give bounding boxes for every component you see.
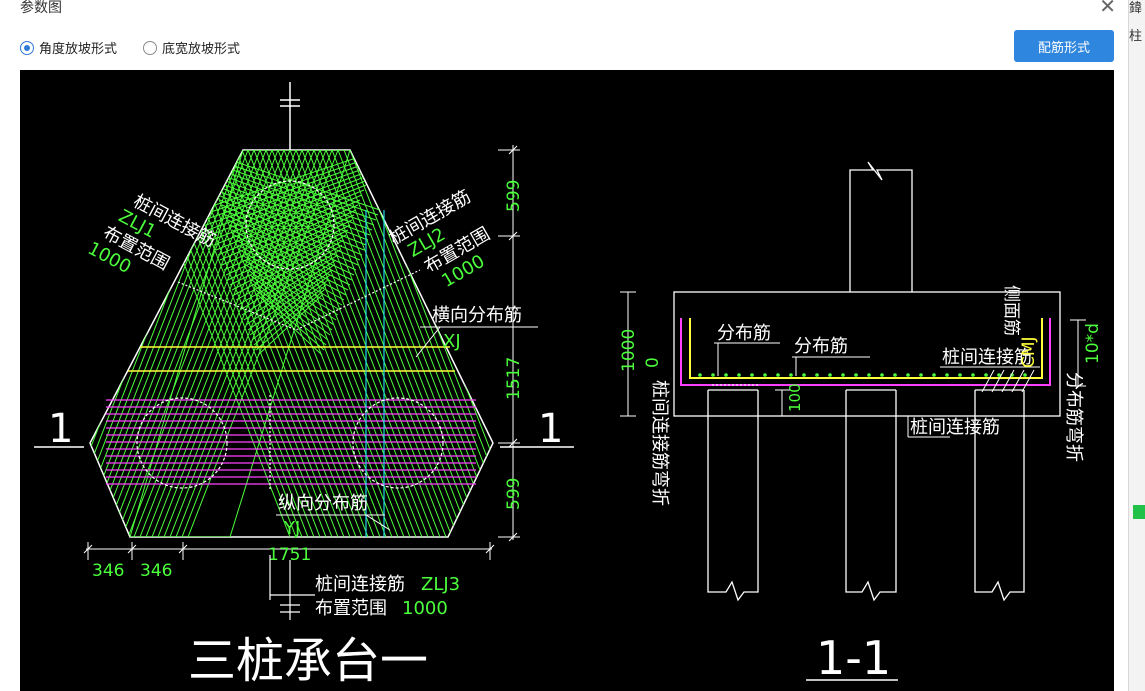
section-mark-left: 1 xyxy=(48,406,73,452)
zlj3-leader xyxy=(269,555,315,620)
pile-circles xyxy=(136,180,444,489)
dim-middle: 1517 xyxy=(504,357,524,400)
dim-top: 599 xyxy=(504,180,524,212)
section-bottom-rebar-magenta xyxy=(680,318,1051,386)
section-height-dim: 1000 xyxy=(619,329,639,372)
radio-angle-slope-label: 角度放坡形式 xyxy=(39,42,118,57)
xj-title: 横向分布筋 xyxy=(432,305,522,326)
vertical-dimension-lines xyxy=(498,145,520,542)
section-right-dim: 10*d xyxy=(1083,323,1103,364)
dialog-title: 参数图 xyxy=(20,0,62,16)
rebar-config-button[interactable]: 配筋形式 xyxy=(1014,30,1114,62)
left-vertical-label: 桩间连接筋弯折 xyxy=(649,380,670,506)
zlj3-value: 1000 xyxy=(402,598,448,619)
zlj3-code: ZLJ3 xyxy=(421,574,460,595)
dim-bottom: 599 xyxy=(504,478,524,510)
section-mark-right: 1 xyxy=(538,406,563,452)
section-conn-top: 桩间连接筋 xyxy=(942,347,1032,368)
title-bar: 参数图 ✕ xyxy=(0,0,1128,28)
options-bar: 角度放坡形式 底宽放坡形式 配筋形式 xyxy=(0,30,1128,66)
section-distrib-rebar-yellow xyxy=(689,318,1043,379)
zlj3-title: 桩间连接筋 xyxy=(315,574,405,595)
right-vertical-label: 分布筋弯折 xyxy=(1063,372,1084,462)
xj-leader xyxy=(415,326,538,358)
dim-left-2: 346 xyxy=(140,561,172,581)
yellow-transverse-bars xyxy=(128,346,455,372)
column-stub xyxy=(280,82,300,150)
radio-width-slope[interactable]: 底宽放坡形式 xyxy=(143,38,240,57)
radio-angle-slope[interactable]: 角度放坡形式 xyxy=(20,38,117,57)
yj-code: YJ xyxy=(283,518,300,539)
xj-code: XJ xyxy=(443,331,461,352)
section-conn-bottom: 桩间连接筋 xyxy=(910,417,1000,438)
rebar-dots xyxy=(698,373,1027,377)
side-bar-code: CMJ xyxy=(1019,336,1039,368)
section-distrib-1: 分布筋 xyxy=(717,323,771,344)
green-rebar-bands xyxy=(90,150,493,537)
background-app-edge: 鍏 柱 xyxy=(1128,0,1145,691)
zlj3-range: 布置范围 xyxy=(315,598,387,619)
horizontal-dimension-lines xyxy=(83,542,495,560)
close-icon[interactable]: ✕ xyxy=(1099,0,1116,18)
plan-caption: 三桩承台一 xyxy=(188,633,428,689)
radio-width-slope-label: 底宽放坡形式 xyxy=(162,42,241,57)
side-bar-label: 侧面筋 xyxy=(1001,285,1021,336)
section-distrib-2: 分布筋 xyxy=(794,336,848,357)
dim-width: 1751 xyxy=(268,545,311,565)
diagram-canvas: 1 1 桩间连接筋 ZLJ1 布置范围 1000 桩间连接筋 ZLJ2 布置范围… xyxy=(20,70,1114,691)
section-cover-dim: 100 xyxy=(786,383,804,412)
section-concrete-outline xyxy=(673,161,1061,602)
yj-title: 纵向分布筋 xyxy=(278,493,368,514)
edge-text-1: 鍏 xyxy=(1129,1,1143,16)
section-zero-label: 0 xyxy=(643,357,663,368)
yj-leader xyxy=(276,514,391,531)
cad-drawing: 1 1 桩间连接筋 ZLJ1 布置范围 1000 桩间连接筋 ZLJ2 布置范围… xyxy=(34,82,1103,689)
edge-text-2: 柱 xyxy=(1129,29,1143,44)
zlj2-label-group: 桩间连接筋 ZLJ2 布置范围 1000 xyxy=(386,186,494,292)
radio-checked-icon xyxy=(20,40,34,55)
edge-green-marker xyxy=(1133,505,1145,519)
section-leaders xyxy=(620,291,1086,438)
cyan-longitudinal-bars xyxy=(365,210,385,537)
zlj1-label-group: 桩间连接筋 ZLJ1 布置范围 1000 xyxy=(84,191,219,278)
dim-left-1: 346 xyxy=(92,561,124,581)
section-caption: 1-1 xyxy=(816,631,891,685)
right-hatch-marks xyxy=(981,369,1035,393)
radio-unchecked-icon xyxy=(143,40,157,55)
